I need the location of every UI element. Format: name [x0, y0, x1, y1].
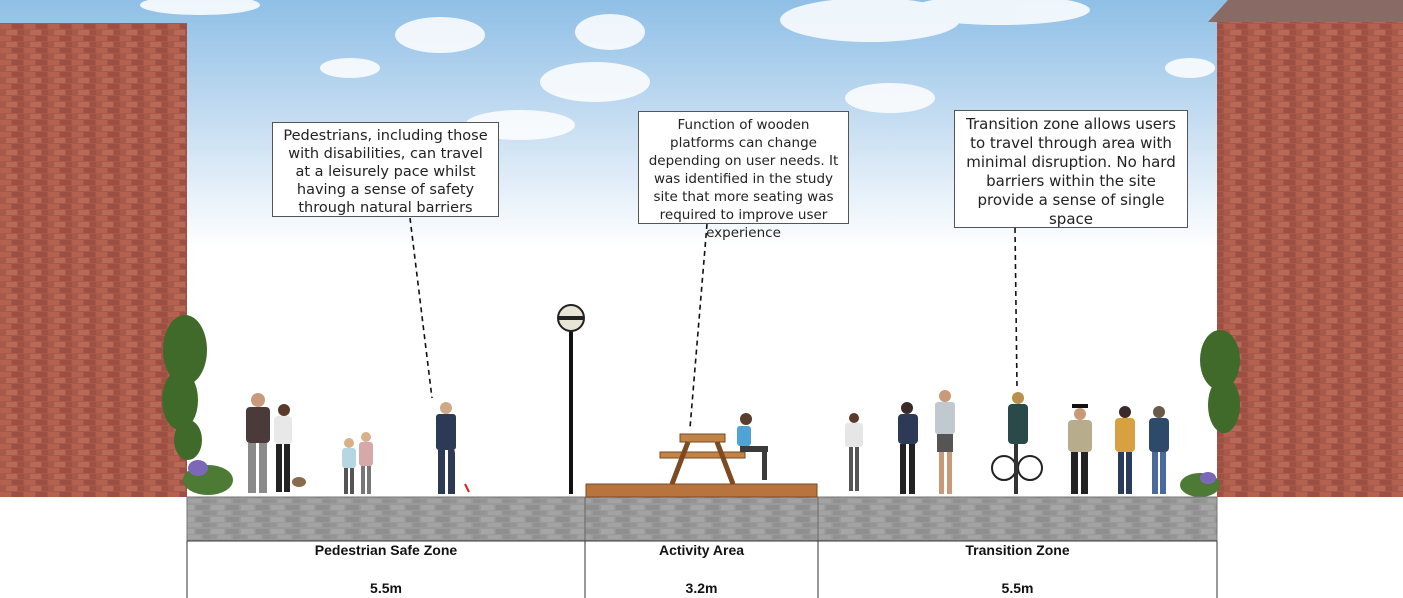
annotation-pedestrians: Pedestrians, including those with disabi…	[272, 122, 499, 217]
right-roof	[1208, 0, 1403, 22]
zone-width-transition-zone: 5.5m	[818, 580, 1217, 596]
zone-label-transition-zone: Transition Zone	[818, 542, 1217, 558]
left-brick-wall	[0, 23, 187, 497]
right-brick-wall	[1217, 22, 1403, 497]
zone-label-pedestrian-safe-zone: Pedestrian Safe Zone	[187, 542, 585, 558]
annotation-wooden-platforms: Function of wooden platforms can change …	[638, 111, 849, 224]
annotation-transition-zone: Transition zone allows users to travel t…	[954, 110, 1188, 228]
zone-width-pedestrian-safe-zone: 5.5m	[187, 580, 585, 596]
wooden-platform	[586, 484, 817, 497]
zone-width-activity-area: 3.2m	[585, 580, 818, 596]
paving-strip	[187, 497, 1217, 541]
zone-label-activity-area: Activity Area	[585, 542, 818, 558]
